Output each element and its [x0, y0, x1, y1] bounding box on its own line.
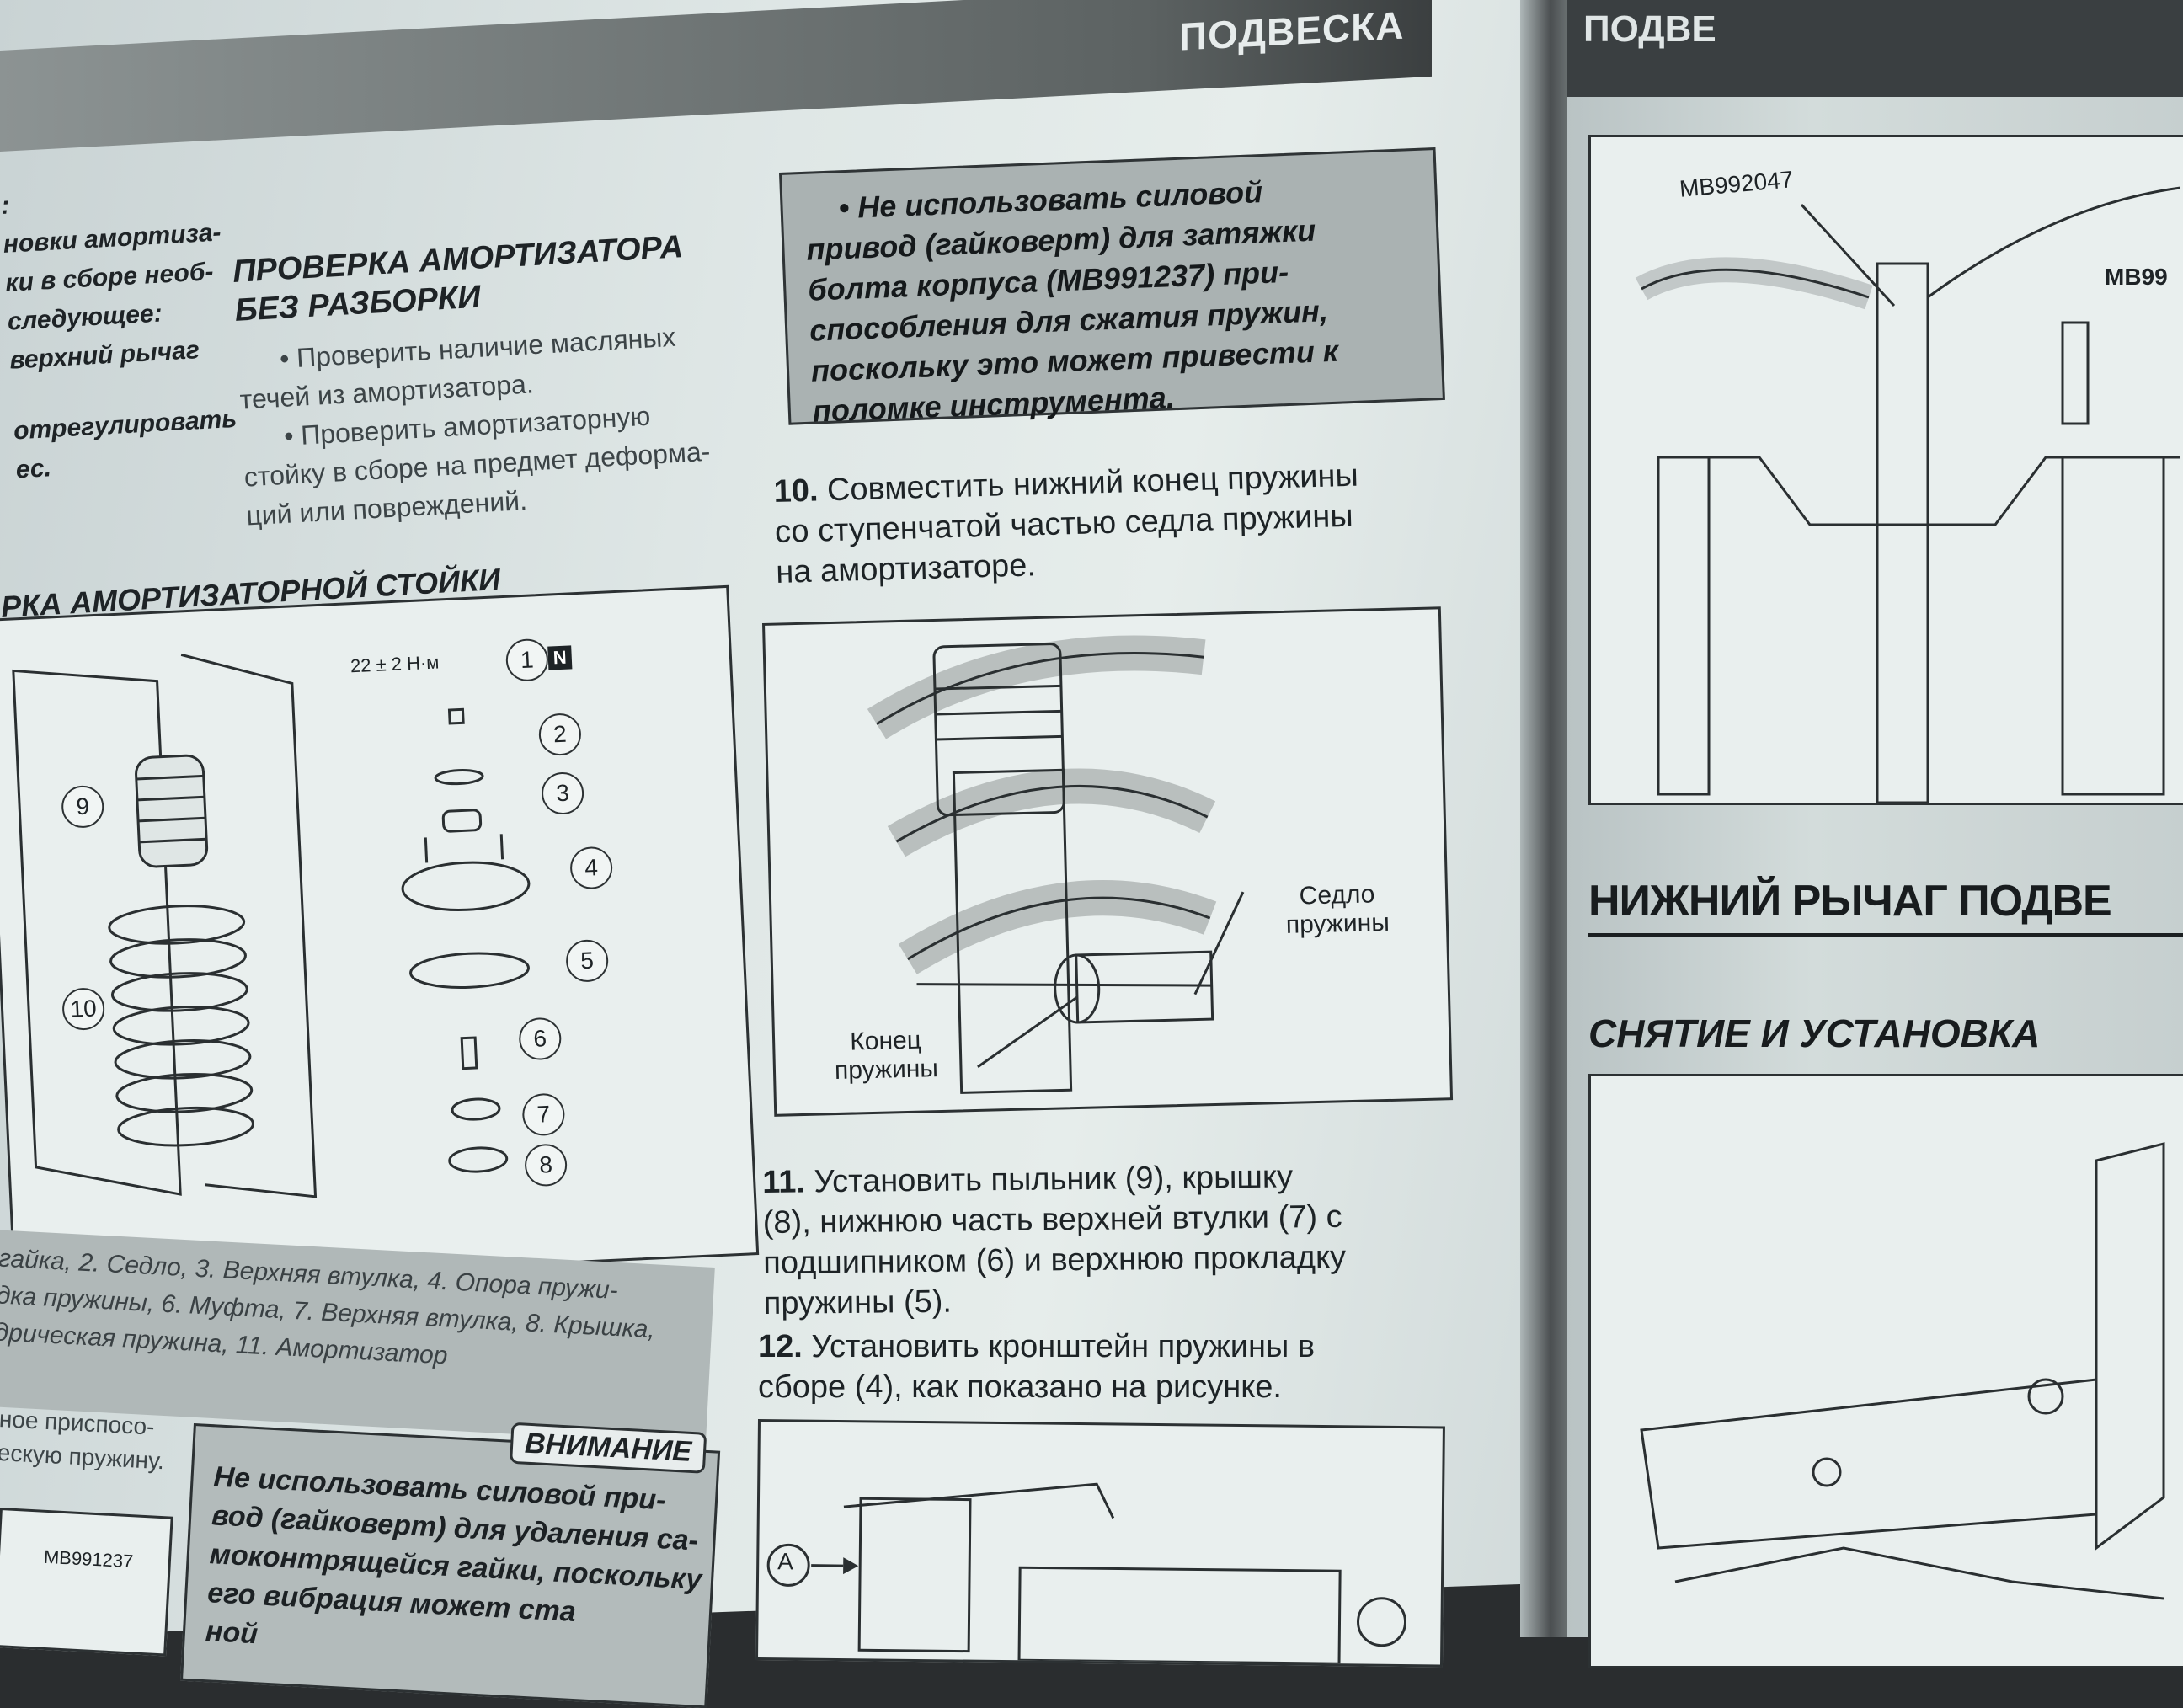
- step-12-line: сборе (4), как показано на рисунке.: [758, 1369, 1282, 1405]
- seat-label-line: пружины: [1285, 908, 1390, 939]
- step-12: 12. Установить кронштейн пружины в сборе…: [758, 1326, 1440, 1407]
- spring-end-label-line: пружины: [834, 1054, 939, 1086]
- step-11: 11. Установить пыльник (9), крышку (8), …: [762, 1156, 1438, 1324]
- assembly-drawing: [12, 653, 531, 1198]
- check-section: ПРОВЕРКА АМОРТИЗАТОРА БЕЗ РАЗБОРКИ • Про…: [232, 225, 752, 536]
- assembly-figure: 22 ± 2 Н·м N 1 2 3 4 5 6 7 8 9 10: [0, 584, 760, 1289]
- tool-figure: MB991237: [0, 1508, 173, 1657]
- torque-badge: N: [547, 645, 573, 670]
- strut-figure: MB992047 MB99: [1588, 135, 2183, 805]
- seat-label-line: Седло: [1299, 880, 1375, 910]
- dust-boot: [135, 754, 209, 868]
- step-10-number: 10.: [773, 472, 819, 510]
- step-11-number: 11.: [762, 1164, 806, 1200]
- bracket-drawing: [766, 1482, 1407, 1665]
- title-rule: [1588, 933, 2183, 937]
- right-page: ПОДВЕ MB992047 MB99 НИЖНИЙ РЫЧАГ ПОДВЕ С…: [1567, 0, 2183, 1668]
- lower-arm-drawing: [1640, 1142, 2165, 1600]
- bracket-figure: A: [755, 1419, 1445, 1668]
- seat-label: Седло пружины: [1285, 880, 1390, 940]
- tool-label-left: MB991237: [43, 1545, 134, 1572]
- bottom-left-text: ное приспосо- ескую пружину.: [0, 1402, 167, 1478]
- view-label: A: [777, 1548, 794, 1575]
- right-section-title: НИЖНИЙ РЫЧАГ ПОДВЕ: [1588, 877, 2112, 926]
- spring-end-label-line: Конец: [849, 1026, 922, 1056]
- right-header-band: ПОДВЕ: [1567, 0, 2183, 97]
- coil-spring: [108, 905, 255, 1147]
- step-11-line: (8), нижнюю часть верхней втулки (7) с: [762, 1198, 1342, 1241]
- top-parts: [401, 707, 531, 1173]
- strut-drawing: [1635, 186, 2181, 804]
- lower-arm-figure: [1588, 1074, 2183, 1668]
- step-11-line: пружины (5).: [763, 1284, 953, 1321]
- step-12-number: 12.: [758, 1329, 803, 1364]
- book-gutter: [1520, 0, 1571, 1637]
- spring-figure: Седло пружины Конец пружины: [762, 606, 1454, 1117]
- tool-label-2: MB99: [2105, 264, 2168, 290]
- right-subsection-title: СНЯТИЕ И УСТАНОВКА: [1588, 1011, 2041, 1055]
- right-section-header: ПОДВЕ: [1583, 8, 1716, 50]
- warning-box: • Не использовать силовой привод (гайков…: [779, 147, 1445, 429]
- step-12-line: Установить кронштейн пружины в: [811, 1329, 1316, 1364]
- spring-drawing: [867, 635, 1245, 1094]
- spring-end-label: Конец пружины: [834, 1026, 939, 1086]
- step-10: 10. Совместить нижний конец пружины со с…: [773, 456, 1361, 593]
- step-11-line: подшипником (6) и верхнюю прокладку: [763, 1239, 1347, 1281]
- attention-text: Не использовать силовой при- вод (гайков…: [205, 1457, 707, 1676]
- torque-label: 22 ± 2 Н·м: [350, 651, 440, 677]
- step-11-line: Установить пыльник (9), крышку: [814, 1159, 1294, 1200]
- attention-box: ВНИМАНИЕ Не использовать силовой при- во…: [179, 1422, 721, 1708]
- left-fragments: : новки амортиза- ки в сборе необ- следу…: [0, 174, 240, 489]
- section-header: ПОДВЕСКА: [1179, 3, 1405, 59]
